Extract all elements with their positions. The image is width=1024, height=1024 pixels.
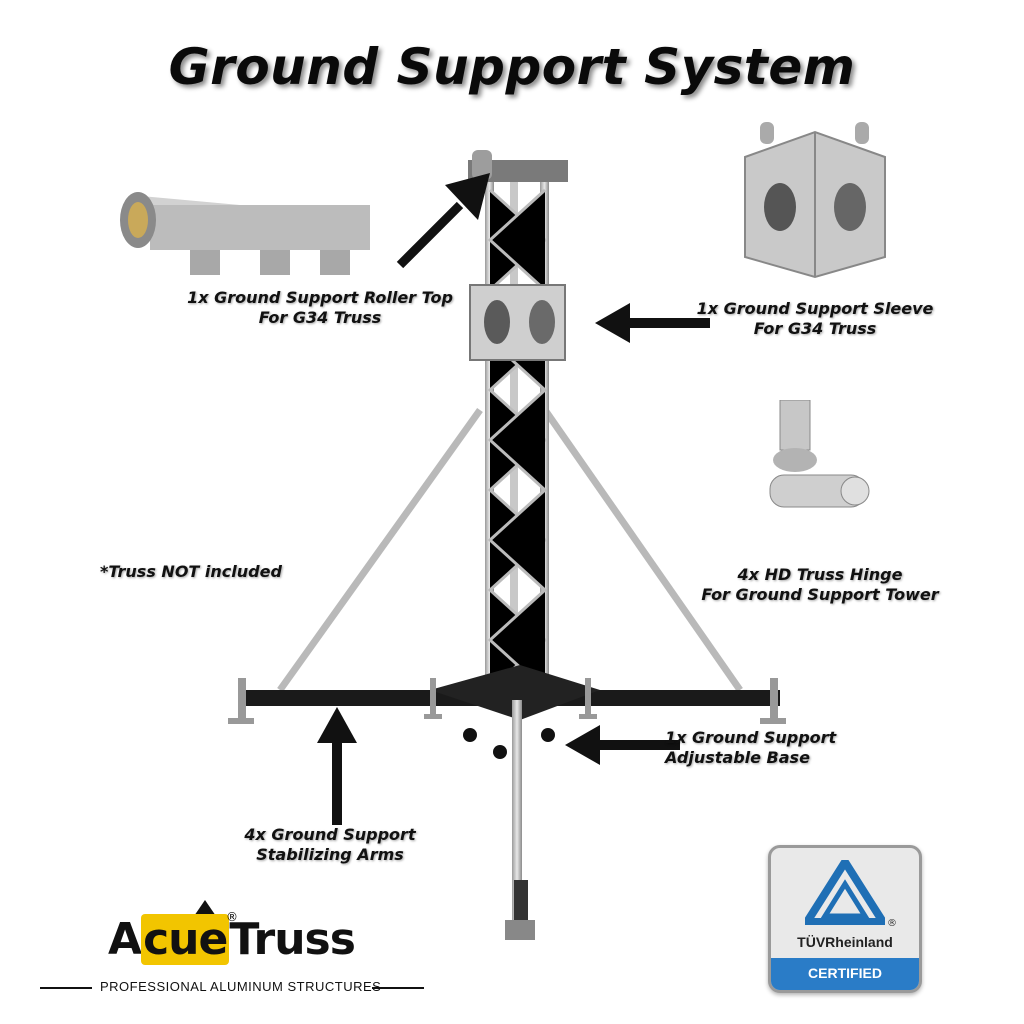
tagline-rule-left [40, 987, 92, 989]
tuv-certified-label: CERTIFIED [771, 958, 919, 990]
sleeve-image [744, 122, 886, 279]
arrow-to-base [565, 725, 680, 765]
hinge-label-line2: For Ground Support Tower [701, 585, 939, 604]
tuv-triangle-icon [805, 860, 885, 925]
truss-note: *Truss NOT included [100, 562, 282, 581]
arrow-to-roller-top [396, 173, 490, 269]
tuv-certified-badge: ® TÜVRheinland CERTIFIED [768, 845, 922, 993]
arrow-to-sleeve [595, 303, 710, 343]
base-label: 1x Ground Support Adjustable Base [665, 728, 855, 768]
roller-top-image [120, 192, 370, 275]
hinge-label: 4x HD Truss Hinge For Ground Support Tow… [700, 565, 940, 605]
acuetruss-logo: AcueTruss ® [108, 900, 368, 970]
brand-tagline: PROFESSIONAL ALUMINUM STRUCTURES [100, 979, 382, 994]
roller-top-label-line1: 1x Ground Support Roller Top [187, 288, 453, 307]
roller-top-label-line2: For G34 Truss [258, 308, 382, 327]
sleeve-label-line1: 1x Ground Support Sleeve [696, 299, 934, 318]
base-label-line2: Adjustable Base [665, 748, 810, 767]
roller-top-label: 1x Ground Support Roller Top For G34 Tru… [180, 288, 460, 328]
logo-registered-mark: ® [226, 910, 238, 924]
sleeve-label: 1x Ground Support Sleeve For G34 Truss [690, 299, 940, 339]
tuv-registered-mark: ® [887, 918, 897, 929]
arms-label-line1: 4x Ground Support [244, 825, 416, 844]
logo-cue: cue [141, 914, 230, 965]
base-label-line1: 1x Ground Support [665, 728, 837, 747]
logo-letter-a: A [108, 914, 142, 965]
hinge-label-line1: 4x HD Truss Hinge [737, 565, 903, 584]
page-title: Ground Support System [168, 38, 856, 96]
sleeve-label-line2: For G34 Truss [753, 319, 877, 338]
arms-label: 4x Ground Support Stabilizing Arms [230, 825, 430, 865]
hinge-image [769, 400, 870, 508]
arrow-to-arms [317, 707, 357, 825]
arms-label-line2: Stabilizing Arms [256, 845, 404, 864]
tagline-rule-right [372, 987, 424, 989]
tuv-brand-name: TÜVRheinland [797, 934, 893, 950]
logo-truss: Truss [229, 914, 356, 965]
